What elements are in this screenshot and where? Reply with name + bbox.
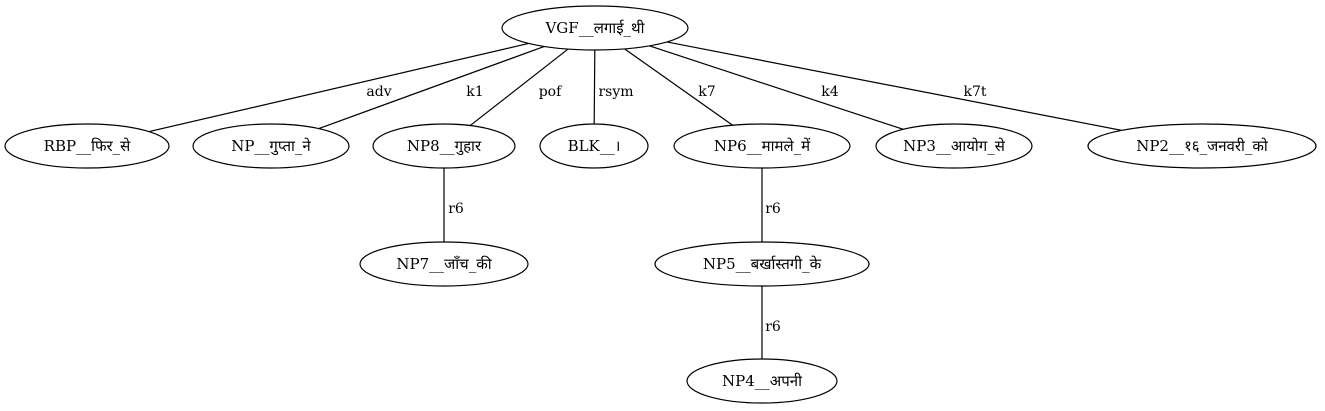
edge-label-r6: r6 <box>765 319 781 335</box>
edge-label-k1: k1 <box>466 84 483 100</box>
node-ellipse-np4 <box>686 358 838 404</box>
node-ellipse-blk <box>539 123 649 169</box>
edge-label-k4: k4 <box>821 84 838 100</box>
node-rbp: RBP__फिर_से <box>4 123 170 169</box>
node-label-rbp: RBP__फिर_से <box>44 137 131 155</box>
node-ellipse-np3 <box>875 123 1033 169</box>
edge-label-pof: pof <box>539 84 563 100</box>
node-label-np3: NP3__आयोग_से <box>903 137 1006 155</box>
edge-labels-layer: adv k1 pof rsym k7 k4 k7t r6 r6 r6 <box>366 84 986 335</box>
node-np2: NP2__१६_जनवरी_को <box>1087 123 1317 169</box>
node-label-np4: NP4__अपनी <box>722 372 803 390</box>
edge-root-rbp <box>148 42 529 133</box>
node-np6: NP6__मामले_में <box>673 123 851 169</box>
node-label-np8: NP8__गुहार <box>407 137 482 156</box>
node-np8: NP8__गुहार <box>372 123 516 169</box>
node-np4: NP4__अपनी <box>686 358 838 404</box>
node-ellipse-np <box>192 123 350 169</box>
node-label-np7: NP7__जाँच_की <box>396 255 492 273</box>
node-label-blk: BLK__। <box>568 137 621 155</box>
node-ellipse-rbp <box>4 123 170 169</box>
node-ellipse-np7 <box>359 241 529 287</box>
nodes-layer: VGF__लगाई_थी RBP__फिर_से NP__गुप्ता_ने NP8_… <box>4 5 1317 404</box>
edge-label-rsym: rsym <box>598 84 633 100</box>
node-np3: NP3__आयोग_से <box>875 123 1033 169</box>
node-label-np2: NP2__१६_जनवरी_को <box>1136 137 1269 155</box>
node-label-root: VGF__लगाई_थी <box>544 19 645 37</box>
node-np7: NP7__जाँच_की <box>359 241 529 287</box>
edge-label-adv: adv <box>366 84 391 100</box>
edges-layer <box>148 41 1122 359</box>
edge-label-k7t: k7t <box>963 84 986 100</box>
node-ellipse-np6 <box>673 123 851 169</box>
edge-label-r6: r6 <box>765 201 781 217</box>
node-label-np6: NP6__मामले_में <box>714 137 811 155</box>
node-label-np: NP__गुप्ता_ने <box>231 137 311 156</box>
edge-root-np8 <box>469 48 569 127</box>
edge-root-np6 <box>624 48 733 126</box>
node-ellipse-root <box>501 5 689 51</box>
node-label-np5: NP5__बर्खास्तगी_के <box>703 255 822 273</box>
node-ellipse-np5 <box>654 241 870 287</box>
node-np5: NP5__बर्खास्तगी_के <box>654 241 870 287</box>
edge-root-blk <box>593 49 596 125</box>
edge-root-np2 <box>666 41 1122 131</box>
edge-root-np3 <box>649 45 904 130</box>
edge-label-r6: r6 <box>448 201 464 217</box>
edge-label-k7: k7 <box>698 84 715 100</box>
node-ellipse-np8 <box>372 123 516 169</box>
node-ellipse-np2 <box>1087 123 1317 169</box>
node-root: VGF__लगाई_थी <box>501 5 689 51</box>
node-blk: BLK__। <box>539 123 649 169</box>
edge-root-np <box>318 45 545 130</box>
node-np: NP__गुप्ता_ने <box>192 123 350 169</box>
